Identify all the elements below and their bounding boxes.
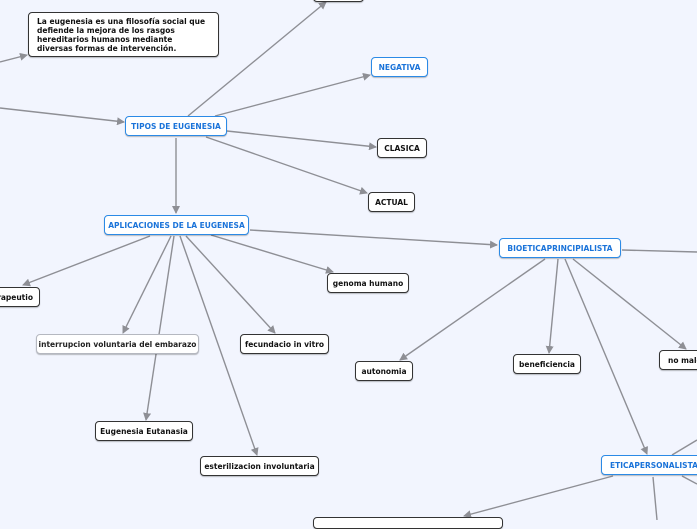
node-beneficiencia[interactable]: beneficiencia xyxy=(513,354,581,374)
node-clasica[interactable]: CLASICA xyxy=(377,138,427,158)
node-terapeutico[interactable]: rapeutio xyxy=(0,287,40,307)
top-partial-node[interactable] xyxy=(313,0,364,2)
definition-node[interactable]: La eugenesia es una filosofía social que… xyxy=(28,12,219,57)
node-fecundacio-in-vitro[interactable]: fecundacio in vitro xyxy=(240,334,329,354)
node-genoma-humano[interactable]: genoma humano xyxy=(327,273,409,293)
node-interrupcion-embarazo[interactable]: interrupcion voluntaria del embarazo xyxy=(36,334,199,354)
node-etica-personalista[interactable]: ETICAPERSONALISTA xyxy=(601,455,697,475)
node-aplicaciones[interactable]: APLICACIONES DE LA EUGENESA xyxy=(104,215,249,235)
node-autonomia[interactable]: autonomia xyxy=(355,361,413,381)
node-tipos-de-eugenesia[interactable]: TIPOS DE EUGENESIA xyxy=(125,116,227,136)
node-actual[interactable]: ACTUAL xyxy=(368,192,415,212)
node-no-maleficencia[interactable]: no male xyxy=(659,350,697,370)
bottom-partial-node[interactable] xyxy=(313,517,503,529)
node-eugenesia-eutanasia[interactable]: Eugenesia Eutanasia xyxy=(95,421,193,441)
node-negativa[interactable]: NEGATIVA xyxy=(371,57,428,77)
node-bioetica-principialista[interactable]: BIOETICAPRINCIPIALISTA xyxy=(499,238,621,258)
node-esterilizacion-involuntaria[interactable]: esterilizacion involuntaria xyxy=(200,456,319,476)
